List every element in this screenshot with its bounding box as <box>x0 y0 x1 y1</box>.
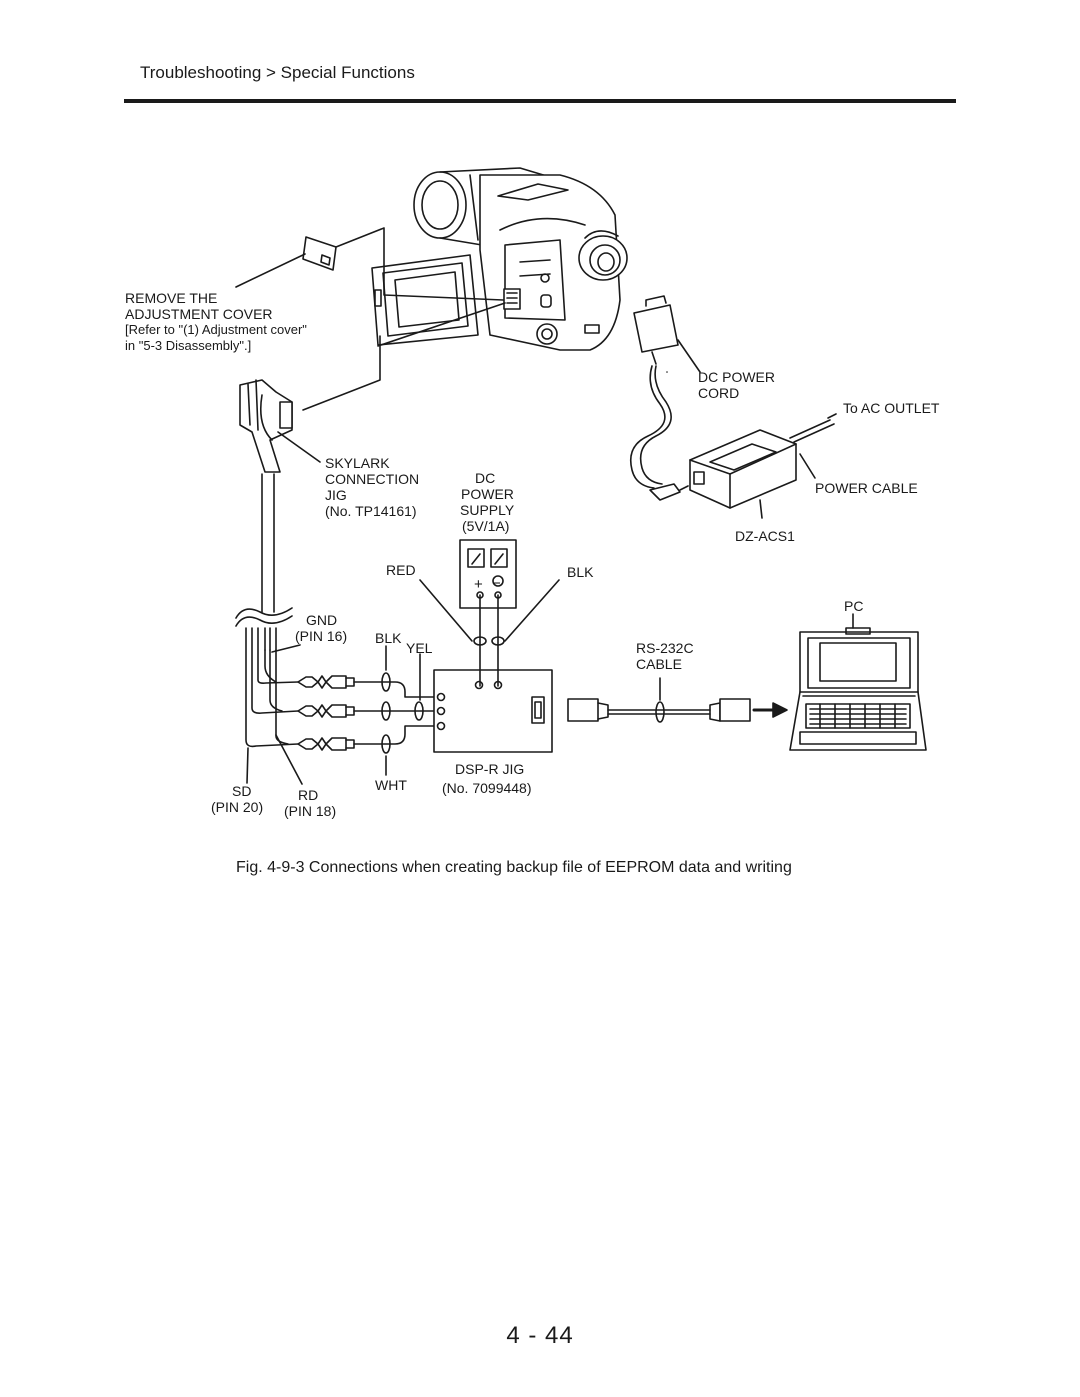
gnd-label: GND <box>306 612 338 628</box>
laptop-pc-illustration <box>789 627 927 751</box>
memory-card-illustration <box>302 227 504 301</box>
gnd-pin-label: (PIN 16) <box>295 628 348 644</box>
power-cable-label: POWER CABLE <box>815 480 918 496</box>
sd-pin-label: (PIN 20) <box>211 799 264 815</box>
red-wire-label: RED <box>386 562 416 578</box>
page-number: 4 - 44 <box>506 1322 574 1349</box>
rd-pin-label: (PIN 18) <box>284 803 337 819</box>
rd-label: RD <box>298 787 319 803</box>
remove-cover-reference-line1: [Refer to "(1) Adjustment cover" <box>125 322 307 337</box>
dsp-r-jig-illustration <box>433 669 553 753</box>
dsp-r-jig-part-number: (No. 7099448) <box>442 780 532 796</box>
sd-label: SD <box>232 783 252 799</box>
rs232c-label-line2: CABLE <box>636 656 682 672</box>
dc-power-supply-rating: (5V/1A) <box>462 518 510 534</box>
dc-power-supply-label-line3: SUPPLY <box>460 502 515 518</box>
remove-cover-reference-line2: in "5-3 Disassembly".] <box>125 338 252 353</box>
rs232c-label-line1: RS-232C <box>636 640 694 656</box>
dc-power-supply-illustration <box>459 539 517 687</box>
skylark-jig-label-line3: JIG <box>325 487 347 503</box>
wht-wire-label: WHT <box>375 777 407 793</box>
remove-cover-label-line1: REMOVE THE <box>125 290 218 306</box>
minus-terminal-label: − <box>492 575 501 592</box>
header-rule <box>124 99 956 103</box>
remove-cover-label-line2: ADJUSTMENT COVER <box>125 306 273 322</box>
plus-terminal-label: + <box>474 576 483 593</box>
clip-connectors <box>297 675 355 751</box>
dc-power-supply-label-line2: POWER <box>461 486 514 502</box>
to-ac-outlet-label: To AC OUTLET <box>843 400 940 416</box>
dc-power-cord-label-line1: DC POWER <box>698 369 775 385</box>
pc-label: PC <box>844 598 864 614</box>
blk-wire-label: BLK <box>375 630 402 646</box>
skylark-jig-label-line1: SKYLARK <box>325 455 390 471</box>
dc-power-cord-label-line2: CORD <box>698 385 740 401</box>
dc-power-supply-label-line1: DC <box>475 470 496 486</box>
figure-caption: Fig. 4-9-3 Connections when creating bac… <box>236 859 792 876</box>
dc-cord-and-adapter-illustration <box>629 295 837 509</box>
skylark-jig-illustration <box>239 302 506 613</box>
camcorder-illustration <box>371 167 628 351</box>
dsp-r-jig-label: DSP-R JIG <box>455 761 525 777</box>
jig-wires <box>353 672 441 754</box>
rs232c-cable-illustration <box>567 677 788 723</box>
dz-acs1-label: DZ-ACS1 <box>735 528 795 544</box>
breadcrumb: Troubleshooting > Special Functions <box>140 63 415 82</box>
yel-wire-label: YEL <box>406 640 433 656</box>
blk-supply-wire-label: BLK <box>567 564 594 580</box>
skylark-jig-part-number: (No. TP14161) <box>325 503 417 519</box>
skylark-jig-label-line2: CONNECTION <box>325 471 420 487</box>
skylark-wires <box>235 607 299 748</box>
